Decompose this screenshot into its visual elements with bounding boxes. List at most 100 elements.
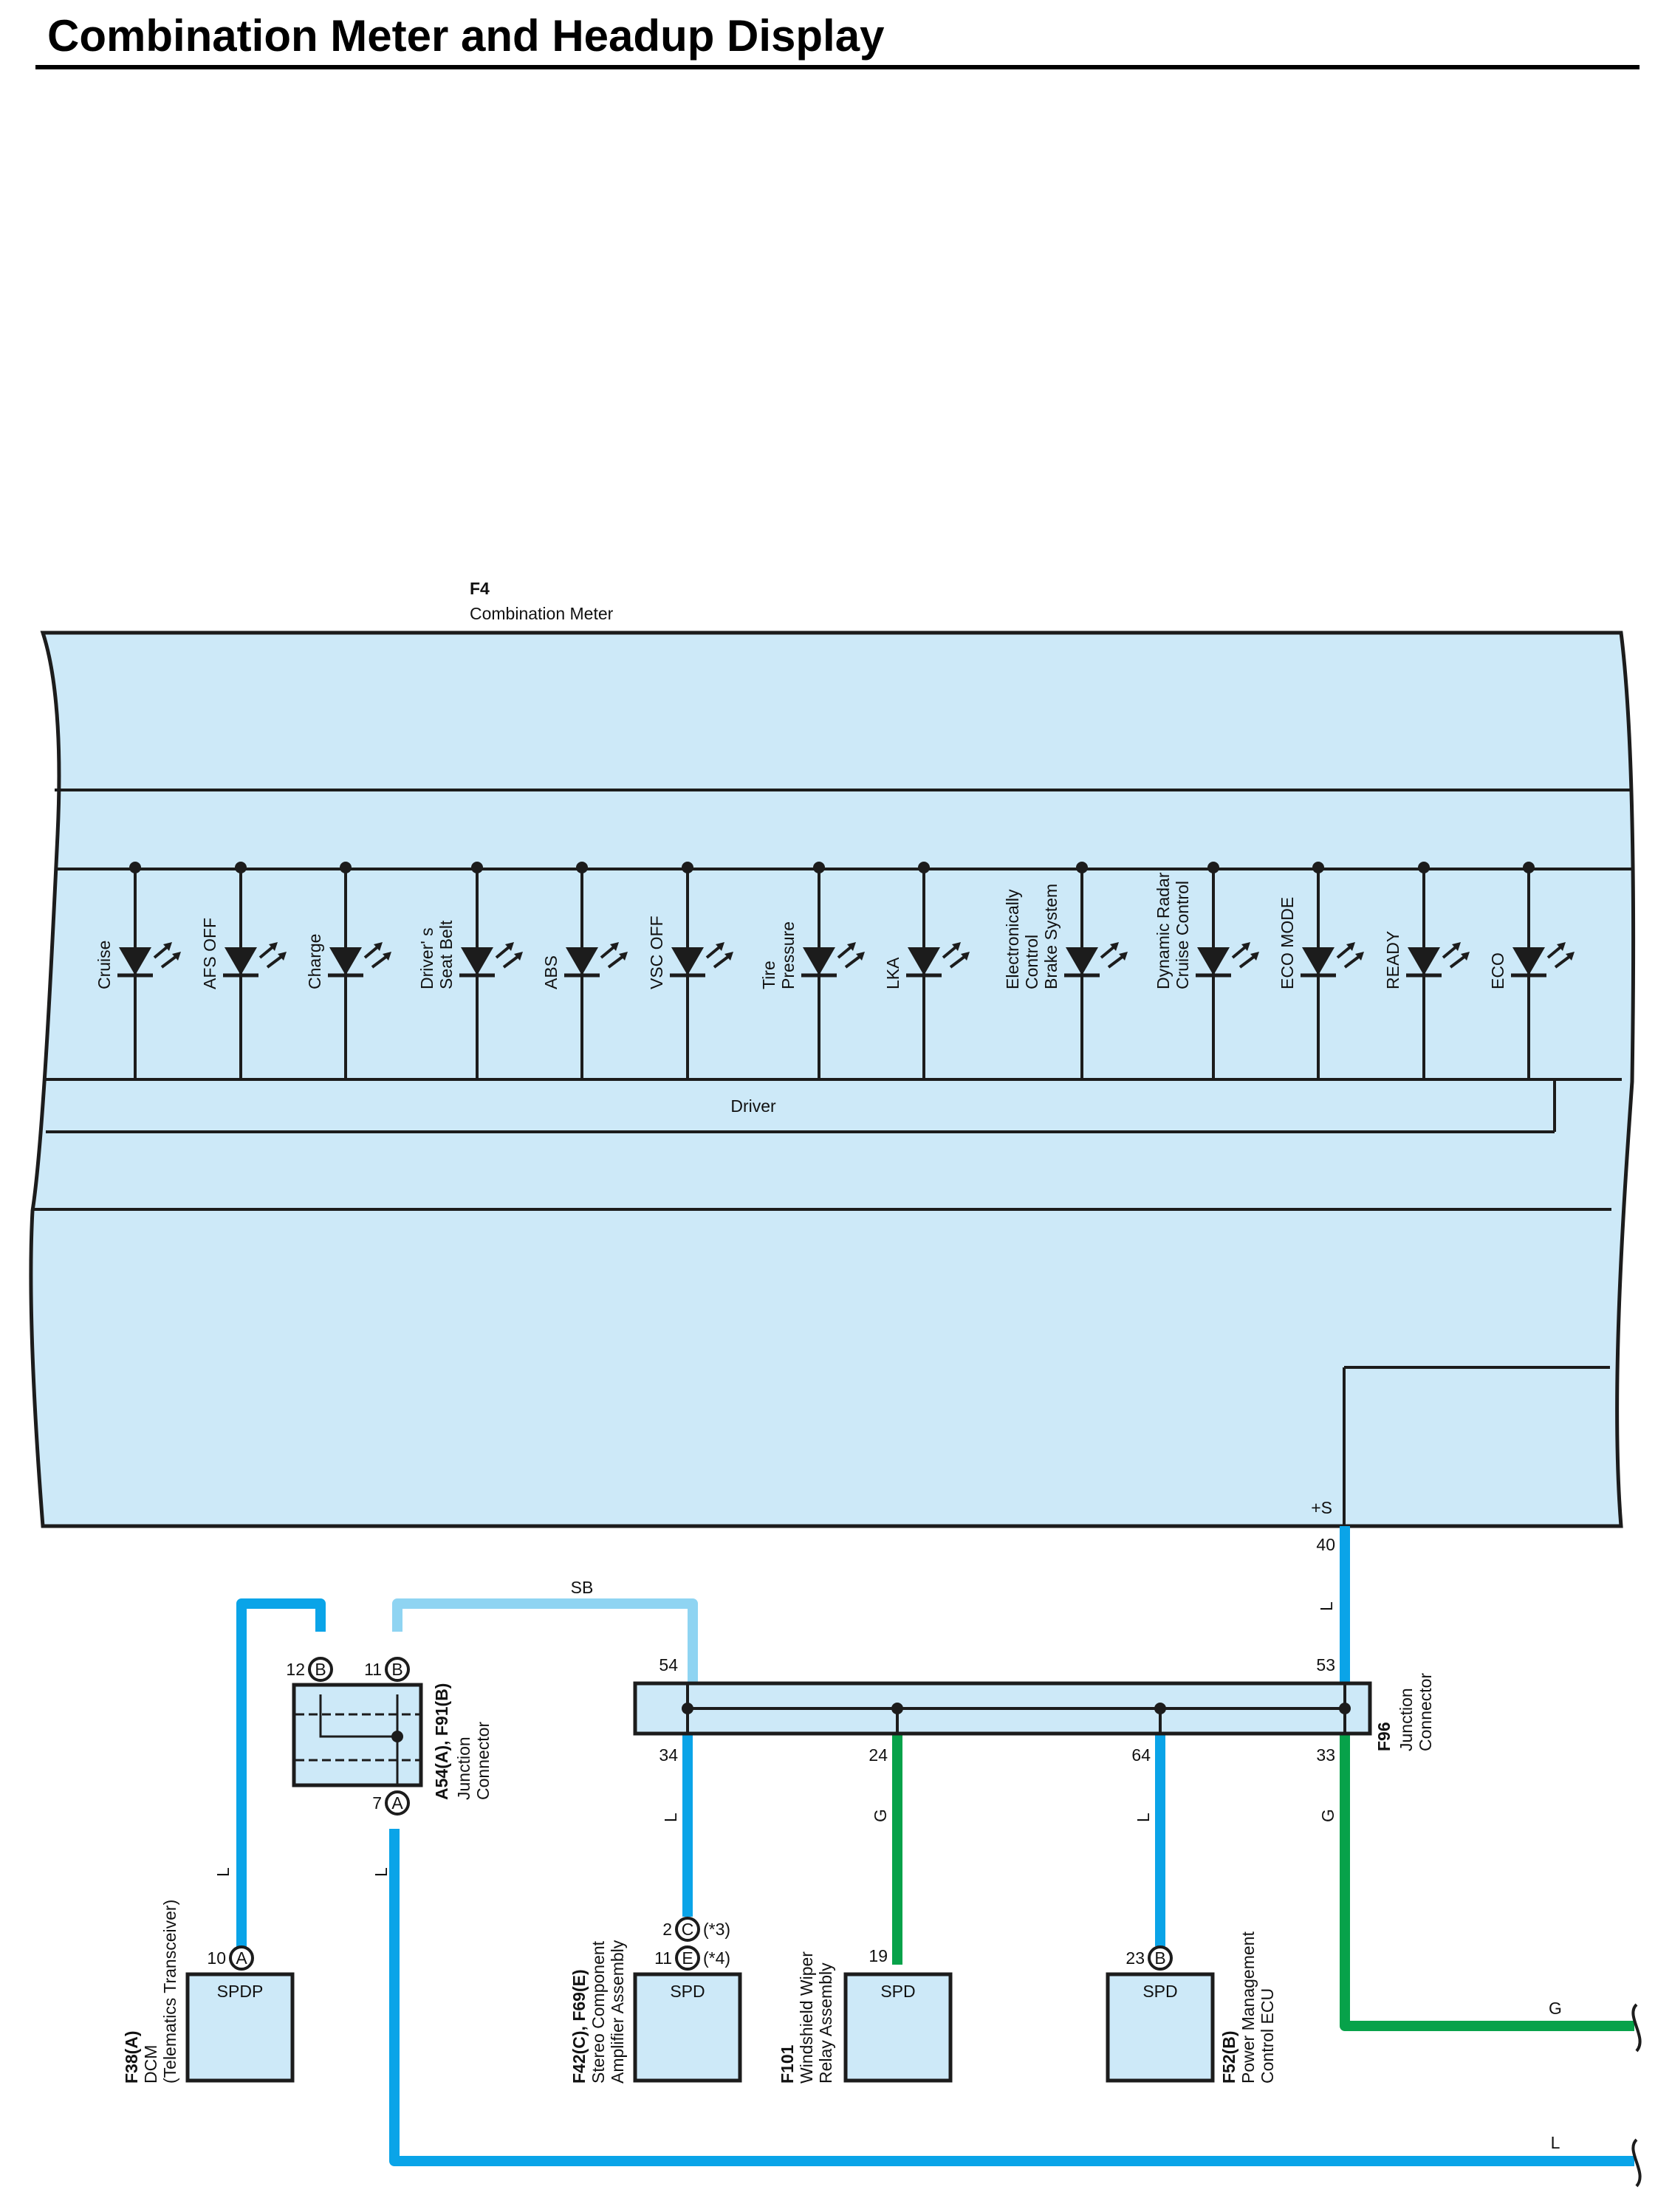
indicator-lamp: ElectronicallyControlBrake System — [1003, 862, 1128, 1079]
wiper-code: F101 — [778, 2044, 797, 2084]
pin-jc-64: 64 — [1131, 1745, 1151, 1765]
led-icon — [461, 947, 493, 975]
led-icon — [1512, 947, 1545, 975]
a54-node — [391, 1731, 403, 1742]
pin-stereo-11: 11 — [654, 1948, 672, 1968]
a54-bottom-conn: A — [391, 1793, 403, 1813]
lamp-label: ElectronicallyControlBrake System — [1003, 884, 1061, 989]
a54-right-conn: B — [391, 1660, 402, 1679]
pin-numbers: 40 53 54 34 24 64 33 12 11 7 10 2 11 (*3… — [207, 1535, 1335, 1968]
title-rule — [35, 65, 1640, 69]
led-icon — [1066, 947, 1098, 975]
pm-terminal: SPD — [1142, 1982, 1177, 2001]
indicator-lamp: LKA — [883, 862, 970, 1079]
wiper-name: Windshield WiperRelay Assembly — [797, 1951, 835, 2084]
pin-letters: B B A A C E B — [236, 1660, 1165, 1968]
pin-jc-24: 24 — [868, 1745, 888, 1765]
indicator-lamp: AFS OFF — [200, 862, 287, 1079]
led-icon — [329, 947, 362, 975]
lamp-label: ABS — [541, 955, 561, 989]
pin-jc-33: 33 — [1316, 1745, 1335, 1765]
indicator-lamp: Driver' sSeat Belt — [417, 862, 523, 1079]
dcm-conn: A — [236, 1948, 247, 1968]
wire-color-labels: SB L L L L G L G G L — [213, 1578, 1562, 2152]
led-icon — [119, 947, 151, 975]
a54-left-conn: B — [315, 1660, 326, 1679]
wire-break-g — [1631, 2003, 1642, 2053]
led-icon — [671, 947, 704, 975]
wire-label-l-a54: L — [371, 1867, 391, 1877]
pm-name: Power ManagementControl ECU — [1238, 1931, 1277, 2084]
wires — [236, 1526, 1634, 2166]
driver-label: Driver — [730, 1096, 776, 1116]
stereo-1-note: (*3) — [703, 1920, 730, 1939]
led-icon — [1197, 947, 1230, 975]
led-icon — [225, 947, 257, 975]
led-icon — [1302, 947, 1334, 975]
wire-l-dcm — [236, 1598, 326, 1947]
indicator-lamp: TirePressure — [759, 862, 865, 1079]
wire-g-out — [1340, 1735, 1634, 2031]
dcm-name: DCM(Telematics Transceiver) — [141, 1900, 179, 2084]
lamp-label: ECO — [1488, 952, 1507, 989]
power-mgmt-box — [1106, 1972, 1215, 2083]
lamp-label: READY — [1383, 931, 1402, 989]
indicator-lamp: ECO MODE — [1278, 862, 1364, 1079]
pm-conn: B — [1154, 1948, 1165, 1968]
wire-label-sb: SB — [571, 1578, 594, 1597]
pin-jc-34: 34 — [659, 1745, 678, 1765]
wire-label-l-meter: L — [1317, 1601, 1336, 1611]
indicator-lamp: ABS — [541, 862, 628, 1079]
dcm-code: F38(A) — [122, 2030, 141, 2084]
stereo-code: F42(C), F69(E) — [569, 1969, 589, 2084]
stereo-2-note: (*4) — [703, 1948, 730, 1968]
lamp-label: TirePressure — [759, 921, 798, 989]
meter-terminal-label: +S — [1311, 1498, 1332, 1517]
lamp-label: Charge — [305, 934, 324, 989]
led-icon — [1408, 947, 1440, 975]
stereo-name: Stereo ComponentAmplifier Assembly — [589, 1940, 627, 2084]
indicator-lamp: Cruise — [95, 862, 181, 1079]
meter-name: Combination Meter — [470, 604, 614, 623]
lamp-label: VSC OFF — [647, 916, 666, 989]
meter-code: F4 — [470, 579, 490, 598]
wire-label-l-dcm: L — [213, 1867, 233, 1877]
wire-l-out — [389, 1829, 1634, 2166]
lamp-label: Cruise — [95, 941, 114, 989]
lamp-label: Driver' sSeat Belt — [417, 920, 456, 989]
pin-jc-54: 54 — [659, 1655, 678, 1675]
lamp-label: AFS OFF — [200, 918, 219, 989]
wire-label-g-out: G — [1549, 1999, 1562, 2018]
wiper-relay-box — [843, 1972, 953, 2083]
wiper-terminal: SPD — [880, 1982, 915, 2001]
indicator-lamp: READY — [1383, 862, 1470, 1079]
f96-nodes — [682, 1703, 1351, 1714]
led-icon — [803, 947, 835, 975]
stereo-terminal: SPD — [670, 1982, 705, 2001]
pin-circles — [229, 1657, 1173, 1971]
wire-label-l-stereo: L — [661, 1813, 680, 1822]
pin-dcm-10: 10 — [207, 1948, 226, 1968]
pin-wiper-19: 19 — [868, 1946, 888, 1965]
f96-name: JunctionConnector — [1397, 1673, 1435, 1751]
indicator-lamp: ECO — [1488, 862, 1575, 1079]
pin-a54-11: 11 — [364, 1660, 382, 1679]
wire-break-l — [1631, 2138, 1642, 2188]
indicator-lamp: VSC OFF — [647, 862, 733, 1079]
pin-a54-7: 7 — [372, 1793, 382, 1813]
wire-sb — [392, 1598, 698, 1682]
wire-label-g-wiper: G — [871, 1809, 890, 1822]
pin-meter-out: 40 — [1316, 1535, 1335, 1554]
page-title: Combination Meter and Headup Display — [47, 11, 885, 61]
pin-pm-23: 23 — [1125, 1948, 1145, 1968]
lamp-label: ECO MODE — [1278, 897, 1297, 989]
dcm-terminal: SPDP — [217, 1982, 264, 2001]
pin-stereo-2: 2 — [662, 1920, 672, 1939]
led-icon — [566, 947, 598, 975]
a54-name: JunctionConnector — [454, 1722, 493, 1800]
wire-label-l-pm: L — [1134, 1813, 1153, 1822]
a54-code: A54(A), F91(B) — [432, 1683, 451, 1800]
led-icon — [908, 947, 940, 975]
